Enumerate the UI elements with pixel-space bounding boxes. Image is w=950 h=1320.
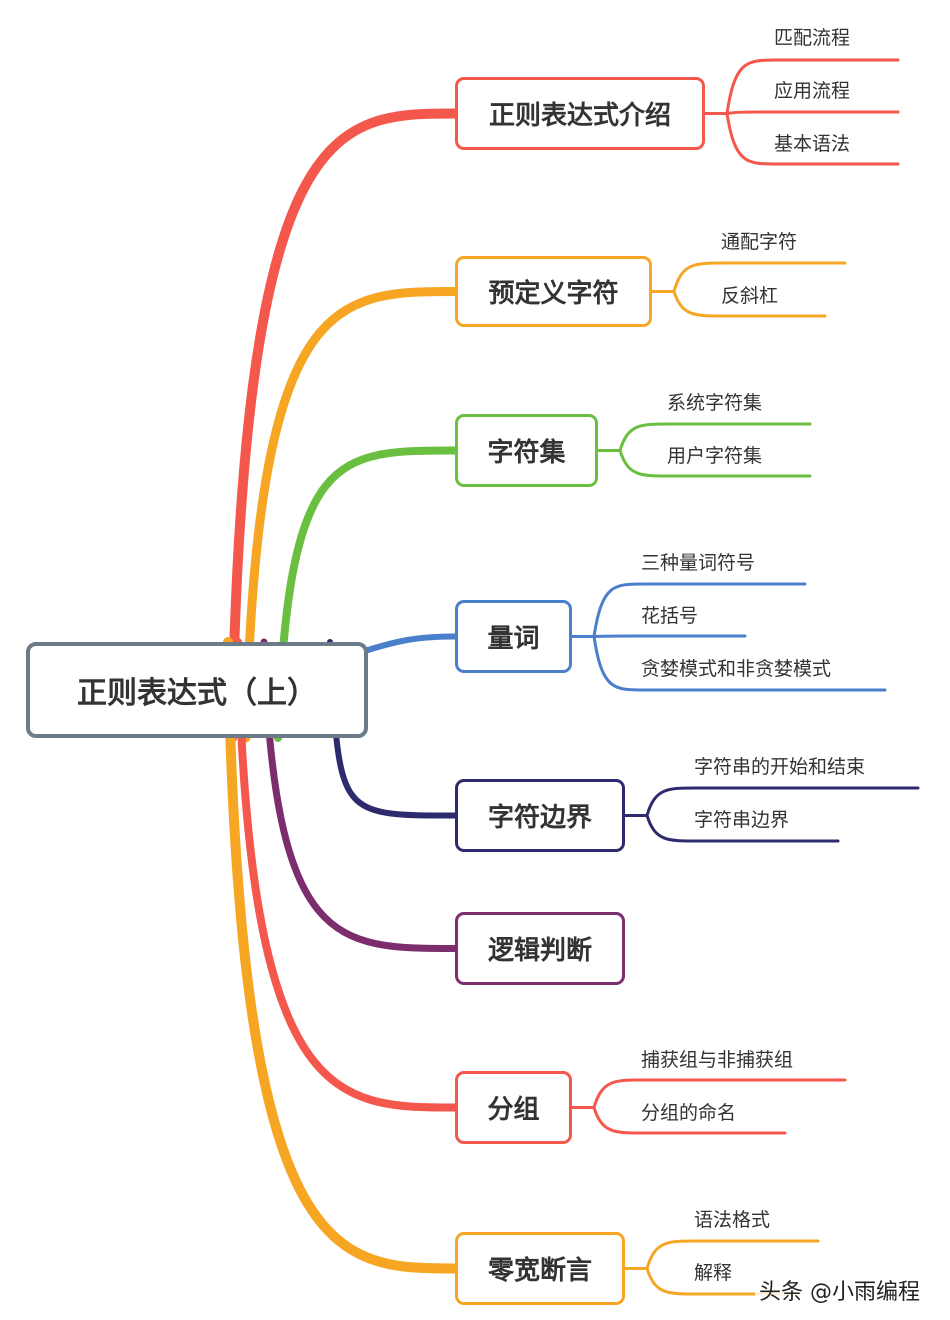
topic-label: 分组 (487, 1095, 540, 1125)
watermark: 头条 @小雨编程 (755, 1273, 924, 1307)
root-label: 正则表达式（上） (77, 676, 317, 711)
topic-label: 逻辑判断 (487, 936, 592, 966)
subtopic-label: 贪婪模式和非贪婪模式 (641, 658, 832, 680)
topic-label: 零宽断言 (487, 1256, 592, 1286)
sub-branch-edge (618, 449, 812, 478)
topic-node: 字符边界 (455, 779, 625, 852)
subtopic-label: 三种量词符号 (641, 552, 756, 574)
topic-node: 预定义字符 (455, 256, 652, 327)
subtopic-label: 花括号 (641, 605, 699, 627)
branch-edge (274, 446, 459, 742)
topic-label: 正则表达式介绍 (488, 101, 671, 131)
subtopic-label: 基本语法 (774, 133, 851, 155)
sub-branch-edge (672, 290, 827, 318)
topic-node: 量词 (455, 600, 572, 673)
branch-edge (365, 633, 458, 653)
subtopic-label: 分组的命名 (641, 1102, 737, 1124)
subtopic-label: 捕获组与非捕获组 (641, 1049, 794, 1071)
sub-branch-edge (725, 112, 900, 166)
sub-branch-edge (618, 422, 812, 452)
topic-node: 零宽断言 (455, 1232, 625, 1305)
topic-label: 字符集 (487, 438, 566, 468)
sub-branch-edge (645, 814, 840, 843)
sub-branch-edge (645, 1267, 792, 1296)
topic-node: 逻辑判断 (455, 912, 625, 985)
topic-node: 分组 (455, 1071, 572, 1144)
topic-label: 字符边界 (487, 803, 592, 833)
sub-branch-edge (725, 58, 900, 115)
topic-node: 字符集 (455, 414, 598, 487)
subtopic-label: 匹配流程 (774, 27, 851, 49)
sub-branch-edge (592, 1106, 787, 1135)
sub-branch-edge (592, 635, 887, 692)
subtopic-label: 字符串的开始和结束 (694, 756, 866, 778)
sub-branch-edge (592, 1078, 847, 1109)
sub-branch-edge (645, 786, 920, 817)
branch-edge (234, 638, 459, 1112)
topic-node: 正则表达式介绍 (455, 77, 705, 150)
sub-branch-edge (645, 1239, 820, 1270)
subtopic-label: 用户字符集 (667, 445, 763, 467)
subtopic-label: 语法格式 (694, 1209, 771, 1231)
root-node: 正则表达式（上） (26, 642, 368, 738)
subtopic-label: 应用流程 (774, 80, 851, 102)
branch-edge (227, 108, 460, 743)
sub-branch-edge (672, 261, 847, 293)
branch-edge (241, 287, 460, 743)
sub-branch-edge (592, 582, 807, 638)
subtopic-label: 字符串边界 (694, 809, 790, 831)
subtopic-label: 反斜杠 (721, 285, 779, 307)
sub-branch-edge (725, 110, 900, 115)
branch-edge (223, 637, 460, 1274)
topic-label: 量词 (487, 624, 540, 654)
subtopic-label: 通配字符 (721, 231, 798, 253)
subtopic-label: 解释 (694, 1262, 733, 1284)
subtopic-label: 系统字符集 (667, 392, 763, 414)
branch-edge (260, 638, 459, 952)
topic-label: 预定义字符 (488, 279, 619, 309)
sub-branch-edge (592, 634, 747, 638)
